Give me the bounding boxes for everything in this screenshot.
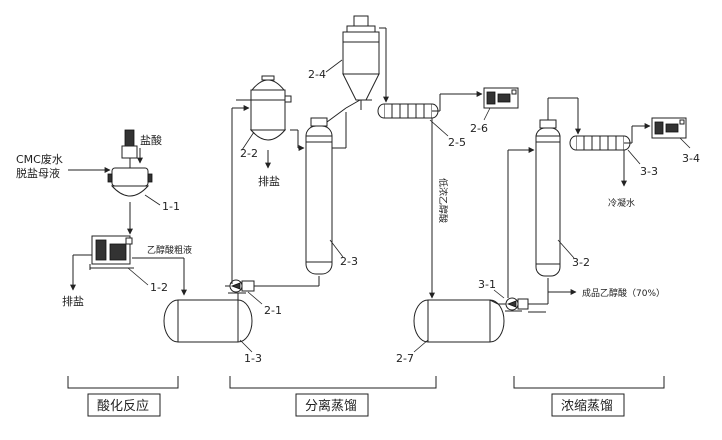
svg-text:分离蒸馏: 分离蒸馏: [305, 398, 357, 414]
tag-3-4: 3-4: [682, 152, 700, 165]
label-product-glycolic-acid: 成品乙醇酸（70%）: [582, 287, 665, 299]
tag-1-3: 1-3: [244, 352, 262, 365]
label-crude-glycolic-acid: 乙醇酸粗液: [147, 244, 192, 256]
label-desalted-mother-liquor: 脱盐母液: [16, 166, 60, 180]
label-condensate-water: 冷凝水: [608, 197, 635, 209]
pump-2-1: [228, 279, 255, 294]
storage-tank-1-3: [163, 299, 253, 343]
label-salt-discharge-2: 排盐: [258, 174, 280, 188]
tag-1-2: 1-2: [150, 281, 168, 294]
concentration-column-3-2: [535, 119, 561, 277]
tag-3-1: 3-1: [478, 278, 496, 291]
label-salt-discharge-1: 排盐: [62, 294, 84, 308]
vacuum-unit-3-4: [651, 117, 687, 139]
tag-2-3: 2-3: [340, 255, 358, 268]
vacuum-unit-2-6: [483, 87, 519, 109]
stage-caption-acidification: 酸化反应: [87, 393, 161, 417]
tag-2-1: 2-1: [264, 304, 282, 317]
stage-caption-concentration: 浓缩蒸馏: [551, 393, 625, 417]
stage-caption-separation: 分离蒸馏: [295, 393, 369, 417]
storage-tank-2-7: [413, 299, 505, 343]
svg-text:浓缩蒸馏: 浓缩蒸馏: [561, 398, 613, 414]
tag-2-4: 2-4: [308, 68, 326, 81]
distillation-column-2-3: [305, 117, 333, 275]
stage1-pipes: [68, 148, 187, 296]
filter-press-1-2: [89, 235, 134, 270]
stage2-pipes: [225, 27, 483, 300]
tag-1-1: 1-1: [162, 200, 180, 213]
label-cmc-wastewater: CMC废水: [16, 152, 63, 166]
label-hydrochloric-acid: 盐酸: [140, 133, 162, 147]
condenser-2-5: [377, 103, 439, 119]
tag-3-3: 3-3: [640, 165, 658, 178]
label-low-concentration-acid: 低浓乙醇酸: [437, 178, 449, 223]
condenser-3-3: [569, 135, 631, 151]
tag-3-2: 3-2: [572, 256, 590, 269]
pump-3-1: [505, 297, 529, 312]
tag-2-7: 2-7: [396, 352, 414, 365]
reactor-1-1: [107, 129, 153, 210]
tag-2-5: 2-5: [448, 136, 466, 149]
stage-brackets: [67, 376, 665, 389]
crystallizer-2-2: [236, 75, 292, 141]
svg-text:酸化反应: 酸化反应: [97, 398, 149, 414]
separator-2-4: [342, 15, 380, 110]
tag-2-6: 2-6: [470, 122, 488, 135]
tag-2-2: 2-2: [240, 147, 258, 160]
stage3-pipes: [489, 97, 651, 313]
